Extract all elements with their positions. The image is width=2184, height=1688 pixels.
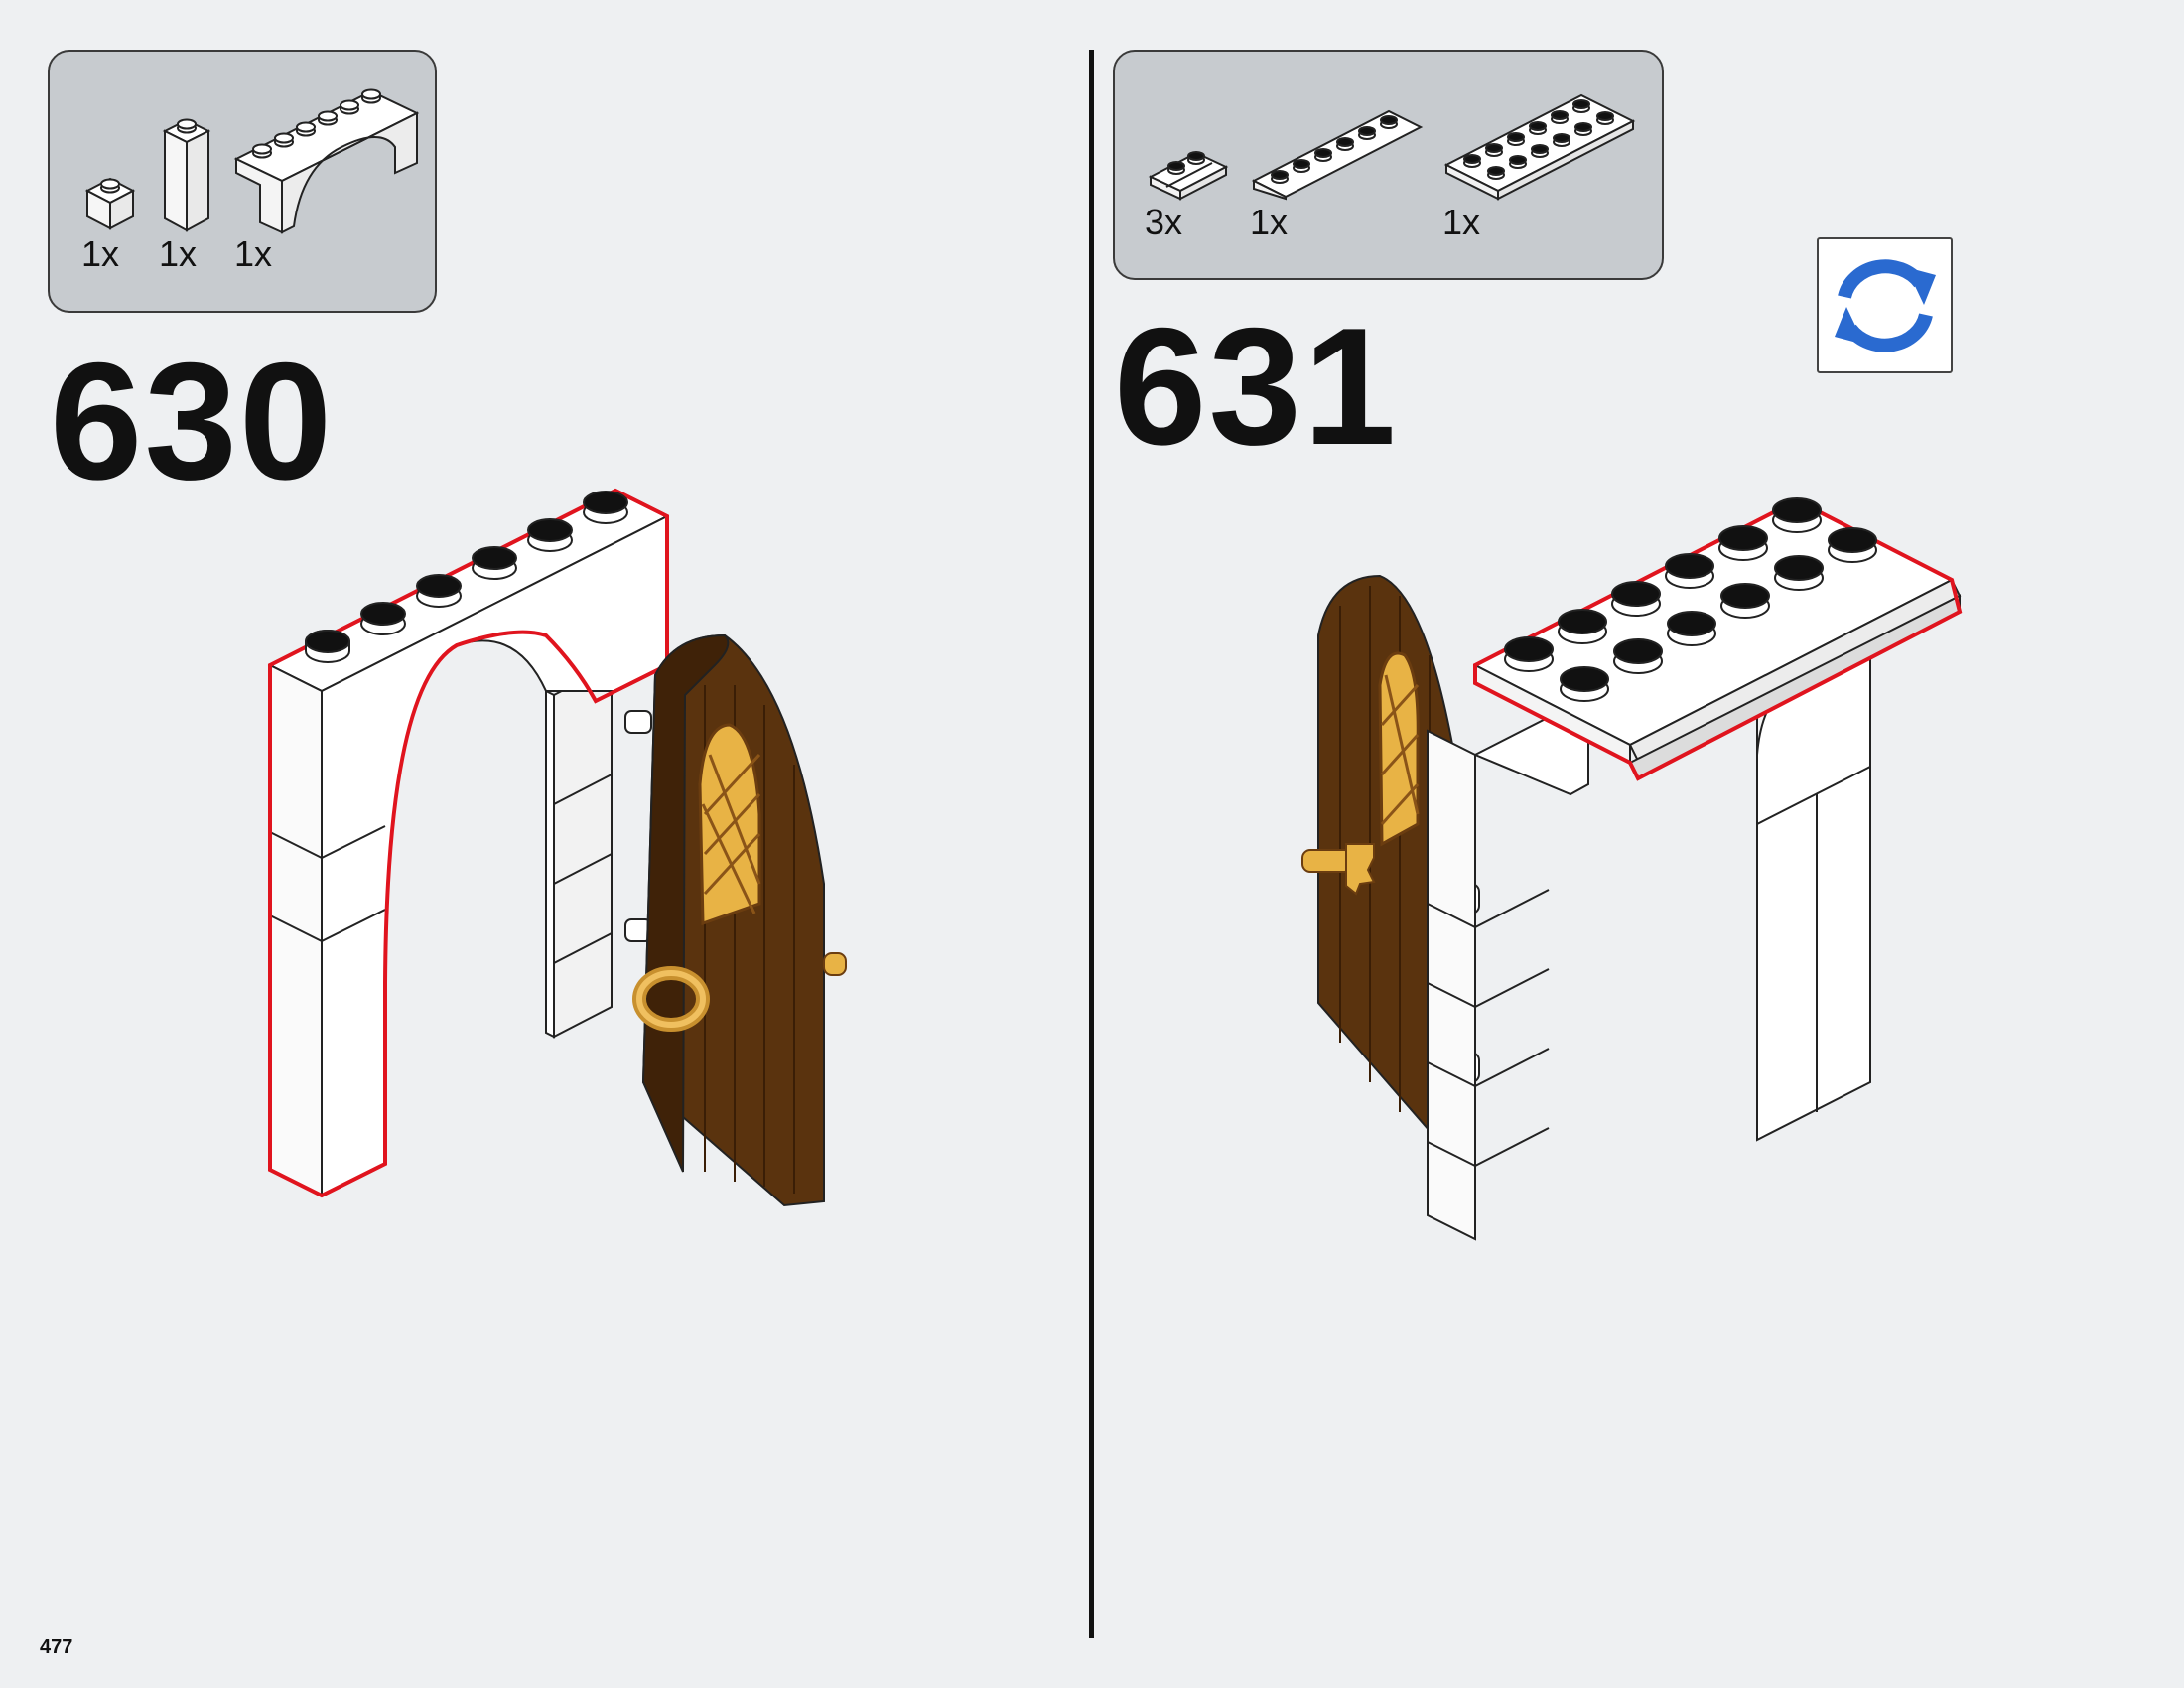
brick-1x1x3-white-icon — [162, 118, 211, 232]
arch-1x6-white-icon — [233, 88, 420, 234]
plate-1x2-rail-white-icon — [1148, 151, 1229, 201]
model-step-631 — [1301, 497, 1963, 1241]
arch-left-pillar — [1427, 695, 1589, 1241]
step-number: 631 — [1114, 293, 1399, 480]
parts-callout-631: 3x 1x — [1113, 50, 1664, 280]
arch-right-pillar — [545, 633, 613, 1039]
plate-1x6-white-icon — [1251, 109, 1424, 201]
model-step-630 — [267, 488, 847, 1207]
part-qty: 3x — [1145, 202, 1183, 242]
plates-highlighted — [1472, 497, 1963, 781]
arch-right-pillar — [1756, 635, 1871, 1142]
part-qty: 1x — [1250, 202, 1289, 242]
part-qty: 1x — [1442, 202, 1481, 242]
door-brown — [632, 633, 847, 1207]
parts-callout-630: 1x 1x 1x — [48, 50, 437, 313]
page-divider — [1089, 50, 1094, 1638]
door-hinges — [624, 710, 652, 942]
brick-1x1-white-icon — [84, 177, 136, 230]
rotate-model-icon — [1817, 237, 1953, 373]
page-number: 477 — [40, 1636, 73, 1658]
part-qty: 1x — [159, 233, 198, 274]
plate-2x6-white-icon — [1443, 93, 1636, 201]
arch-brick-highlighted — [267, 488, 670, 1198]
part-qty: 1x — [81, 233, 120, 274]
step-number: 630 — [50, 328, 335, 514]
part-qty: 1x — [234, 233, 273, 274]
